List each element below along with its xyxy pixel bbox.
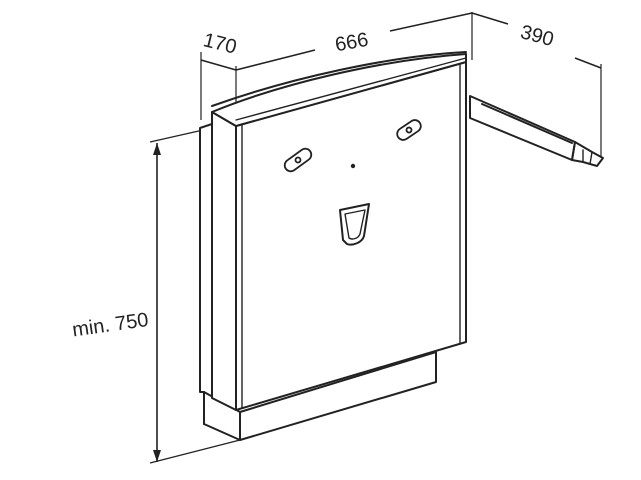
cabinet-top-edge [235,57,467,121]
center-dot [350,163,356,169]
width-dimension-line-left [235,49,316,71]
arm-inner-tube [481,103,573,144]
wall-frame [199,123,437,441]
width-label: 666 [333,29,370,56]
arm-length-label: 390 [518,21,556,51]
flush-opening [339,203,370,246]
depth-dimension-line [200,59,237,71]
arm-dimension-line-right [574,57,602,69]
frame-side-strip [199,123,213,425]
depth-label: 170 [201,29,239,58]
arm-length-dimension: 390 [471,12,602,158]
arm-end-detail [582,149,593,165]
right-slot-hole [396,119,422,141]
height-arrow-bottom [153,450,161,462]
height-extension-bottom [149,439,241,464]
arm-end-fitting [571,141,604,167]
left-slot-hole [283,147,313,173]
flush-opening-inner [344,209,366,240]
front-details [283,119,422,246]
cabinet-side-panel [211,111,237,411]
support-arm [469,95,604,167]
cabinet-top-lid [211,53,467,127]
height-arrow-top [153,143,161,155]
height-label: min. 750 [71,309,150,341]
width-dimension-line-right [389,12,473,32]
frame-lower-box-front [239,351,437,441]
cabinet [211,51,467,411]
arm-dimension-line-left [471,12,509,25]
cabinet-top-curve [211,51,467,107]
